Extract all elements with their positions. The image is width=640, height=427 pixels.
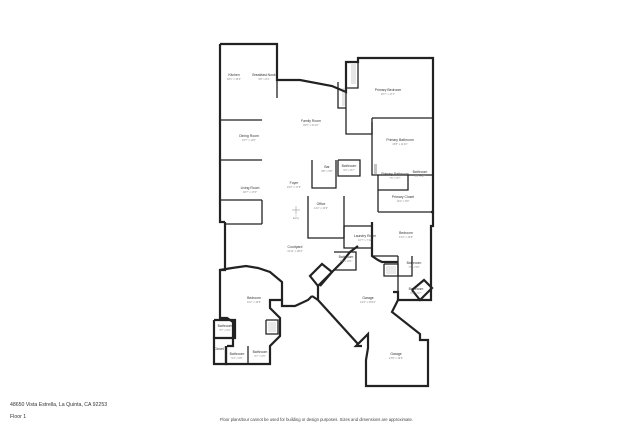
room-label-closet: Closet	[214, 347, 224, 351]
svg-text:16'1" x 15'6": 16'1" x 15'6"	[247, 300, 261, 304]
fixtures	[268, 64, 396, 332]
svg-text:Kitchen: Kitchen	[228, 73, 239, 77]
disclaimer-text: Floor plans/tour cannot be used for buil…	[220, 417, 413, 422]
entry-marker: △ Entry	[293, 214, 300, 220]
svg-text:Living Room: Living Room	[241, 186, 260, 190]
svg-text:Bathroom: Bathroom	[407, 261, 422, 265]
room-label-garage-1: Garage 19'4" x 25'10"	[360, 296, 376, 304]
interior-walls	[220, 62, 433, 364]
svg-text:Laundry Room: Laundry Room	[354, 234, 376, 238]
room-label-garage-2: Garage 13'8" x 19'4"	[389, 352, 403, 360]
svg-text:Bathroom: Bathroom	[409, 287, 424, 291]
svg-text:Bathroom: Bathroom	[339, 255, 354, 259]
svg-text:Bathroom: Bathroom	[413, 170, 428, 174]
room-label-breakfast-nook: Breakfast Nook 9'8" x 8'4"	[252, 73, 275, 81]
svg-text:Bathroom: Bathroom	[342, 164, 357, 168]
room-label-living-room: Living Room 18'7" x 17'0"	[241, 186, 260, 194]
svg-text:Bedroom: Bedroom	[247, 296, 261, 300]
floor-label: Floor 1	[10, 414, 27, 420]
room-label-kitchen: Kitchen 18'1" x 15'2"	[227, 73, 241, 81]
svg-text:5'7" x 6'4": 5'7" x 6'4"	[219, 328, 230, 332]
svg-text:Bar: Bar	[324, 165, 330, 169]
room-label-primary-bedroom: Primary Bedroom 20'7" x 17'1"	[375, 88, 402, 96]
svg-text:Bathroom: Bathroom	[253, 350, 268, 354]
room-label-laundry-room: Laundry Room 10'7" x 7'11"	[354, 234, 376, 242]
room-label-bathroom-7: Bathroom 5'4" x 6'8"	[230, 352, 245, 360]
svg-text:5'4" x 6'8": 5'4" x 6'8"	[231, 356, 242, 360]
svg-text:19'4" x 25'10": 19'4" x 25'10"	[360, 300, 376, 304]
property-address: 48650 Vista Estrella, La Quinta, CA 9225…	[10, 402, 108, 408]
svg-text:△: △	[295, 214, 298, 217]
svg-text:Primary Bedroom: Primary Bedroom	[375, 88, 402, 92]
room-label-primary-bathroom-1: Primary Bathroom 15'8" x 11'10"	[386, 138, 413, 146]
room-label-bar: Bar 8'8" x 6'8"	[321, 165, 332, 173]
svg-text:7'8" x 5'6": 7'8" x 5'6"	[408, 265, 419, 269]
room-label-courtyard: Courtyard 31'11" x 28'4"	[287, 245, 303, 253]
svg-text:Primary Bathroom: Primary Bathroom	[386, 138, 413, 142]
svg-text:5'8" x 4'7": 5'8" x 4'7"	[414, 174, 425, 178]
svg-text:Dining Room: Dining Room	[239, 134, 259, 138]
svg-text:10'7" x 7'11": 10'7" x 7'11"	[358, 238, 372, 242]
svg-text:Family Room: Family Room	[301, 119, 321, 123]
svg-text:Bedroom: Bedroom	[399, 231, 413, 235]
svg-text:8'8" x 6'8": 8'8" x 6'8"	[321, 169, 332, 173]
svg-text:7'6" x 10'1": 7'6" x 10'1"	[340, 259, 353, 263]
svg-text:18'7" x 17'0": 18'7" x 17'0"	[243, 190, 257, 194]
svg-text:7'6" x 5'7": 7'6" x 5'7"	[389, 176, 400, 180]
svg-text:Garage: Garage	[390, 352, 401, 356]
svg-text:Garage: Garage	[362, 296, 373, 300]
svg-text:18'1" x 15'2": 18'1" x 15'2"	[227, 77, 241, 81]
svg-text:Primary Bathroom: Primary Bathroom	[381, 172, 408, 176]
svg-text:Primary Closet: Primary Closet	[392, 195, 414, 199]
svg-text:13'4" x 13'8": 13'4" x 13'8"	[399, 235, 413, 239]
svg-text:5'7" x 6'5": 5'7" x 6'5"	[254, 354, 265, 358]
room-label-primary-bathroom-2: Primary Bathroom 7'6" x 5'7"	[381, 172, 408, 180]
room-label-bathroom-2: Bathroom 5'8" x 4'7"	[413, 170, 428, 178]
svg-text:Foyer: Foyer	[290, 181, 300, 185]
svg-text:13'8" x 19'4": 13'8" x 19'4"	[389, 356, 403, 360]
svg-text:15'7" x 11'5": 15'7" x 11'5"	[242, 138, 256, 142]
room-label-bathroom-3: Bathroom 7'6" x 10'1"	[339, 255, 354, 263]
svg-text:Courtyard: Courtyard	[288, 245, 303, 249]
svg-text:15'8" x 11'10": 15'8" x 11'10"	[392, 142, 408, 146]
room-label-bedroom-1: Bedroom 13'4" x 13'8"	[399, 231, 413, 239]
svg-text:Office: Office	[317, 202, 326, 206]
room-label-bathroom-4: Bathroom 7'8" x 5'6"	[407, 261, 422, 269]
room-label-bathroom-8: Bathroom 5'7" x 6'5"	[253, 350, 268, 358]
svg-text:20'7" x 17'1": 20'7" x 17'1"	[381, 92, 395, 96]
svg-text:31'11" x 28'4": 31'11" x 28'4"	[287, 249, 303, 253]
svg-text:Bathroom: Bathroom	[230, 352, 245, 356]
svg-text:16'4" x 8'0": 16'4" x 8'0"	[397, 199, 410, 203]
exterior-walls	[212, 42, 435, 388]
svg-text:20'6" x 21'10": 20'6" x 21'10"	[303, 123, 319, 127]
svg-text:6'3" x 8'7": 6'3" x 8'7"	[343, 168, 354, 172]
room-label-bedroom-2: Bedroom 16'1" x 15'6"	[247, 296, 261, 304]
svg-text:Bathroom: Bathroom	[218, 324, 233, 328]
room-label-primary-closet: Primary Closet 16'4" x 8'0"	[392, 195, 414, 203]
room-label-dining-room: Dining Room 15'7" x 11'5"	[239, 134, 259, 142]
room-label-bathroom-1: Bathroom 6'3" x 8'7"	[342, 164, 357, 172]
svg-text:16'0" x 17'9": 16'0" x 17'9"	[287, 185, 301, 189]
room-label-family-room: Family Room 20'6" x 21'10"	[301, 119, 321, 127]
room-label-foyer: Foyer 16'0" x 17'9"	[287, 181, 301, 189]
svg-text:12'2" x 16'9": 12'2" x 16'9"	[314, 206, 328, 210]
room-labels: Kitchen 18'1" x 15'2" Breakfast Nook 9'8…	[214, 73, 427, 360]
svg-text:Breakfast Nook: Breakfast Nook	[252, 73, 275, 77]
svg-text:Closet: Closet	[214, 347, 224, 351]
room-label-office: Office 12'2" x 16'9"	[314, 202, 328, 210]
room-label-bathroom-5: Bathroom 5'4" x 6'7"	[409, 287, 424, 295]
svg-text:Entry: Entry	[293, 216, 300, 220]
room-label-bathroom-6: Bathroom 5'7" x 6'4"	[218, 324, 233, 332]
svg-text:5'4" x 6'7": 5'4" x 6'7"	[410, 291, 421, 295]
svg-text:9'8" x 8'4": 9'8" x 8'4"	[258, 77, 269, 81]
